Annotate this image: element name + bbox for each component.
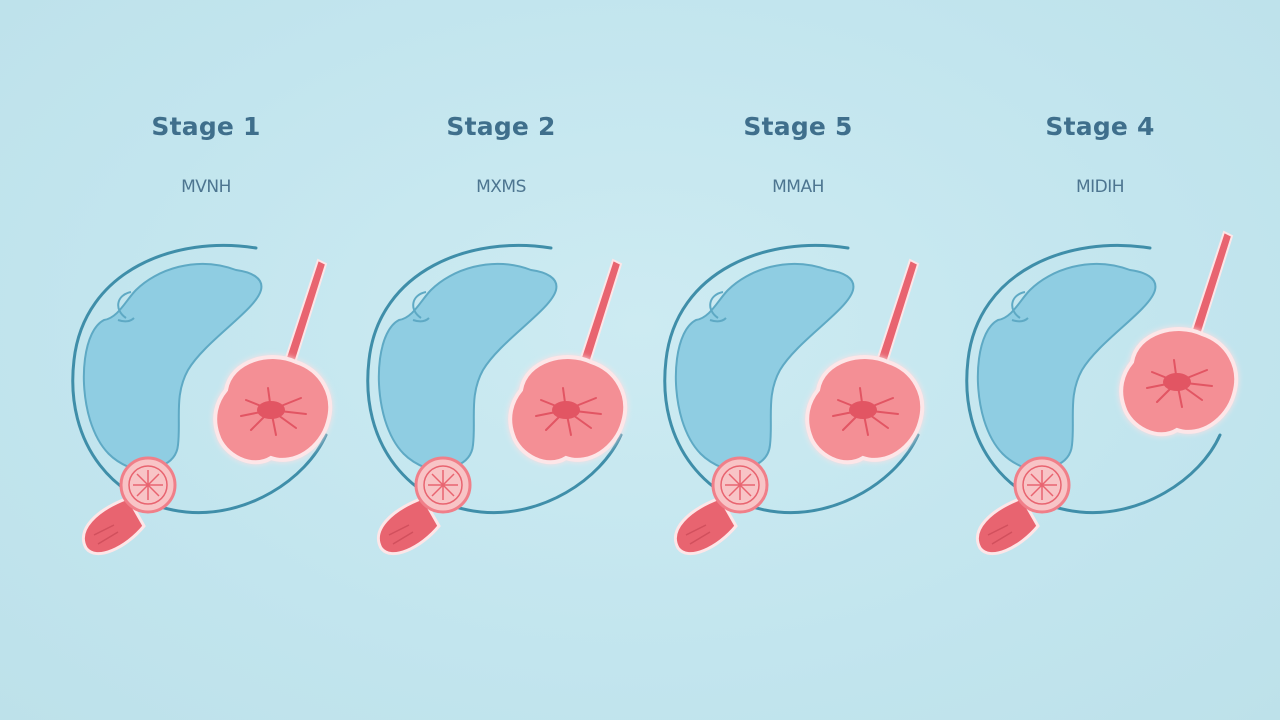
stage-illustration-icon: [648, 230, 948, 570]
stage-title: Stage 2: [446, 112, 556, 141]
stage-title: Stage 1: [151, 112, 261, 141]
stage-title: Stage 4: [1045, 112, 1155, 141]
stage-panel-4: Stage 4 MIDIH: [950, 0, 1250, 720]
stage-subtitle: MMAH: [772, 177, 824, 197]
stage-subtitle: MXMS: [476, 177, 526, 197]
stage-panel-1: Stage 1 MVNH: [56, 0, 356, 720]
stage-panel-3: Stage 5 MMAH: [648, 0, 948, 720]
stage-subtitle: MVNH: [181, 177, 231, 197]
stage-illustration-icon: [56, 230, 356, 570]
stage-subtitle: MIDIH: [1075, 177, 1125, 197]
stage-illustration-icon: [950, 230, 1250, 570]
stage-illustration-icon: [351, 230, 651, 570]
stage-panel-2: Stage 2 MXMS: [351, 0, 651, 720]
stage-title: Stage 5: [743, 112, 853, 141]
